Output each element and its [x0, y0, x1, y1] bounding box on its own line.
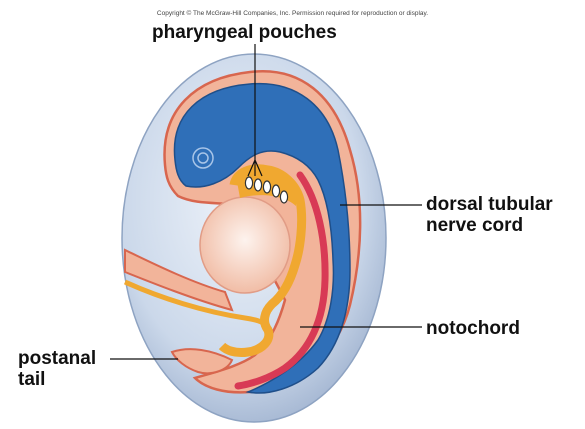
label-notochord: notochord: [426, 318, 520, 339]
label-postanal-tail: postanal tail: [18, 348, 96, 390]
pharyngeal-slit: [254, 179, 261, 191]
label-pharyngeal-pouches-text: pharyngeal pouches: [152, 22, 337, 43]
yolk-sac: [200, 197, 290, 293]
label-nerve-cord-line2: nerve cord: [426, 215, 553, 236]
label-postanal-tail-line1: postanal: [18, 348, 96, 369]
pharyngeal-slit: [263, 181, 270, 193]
label-pharyngeal-pouches: pharyngeal pouches: [152, 22, 337, 43]
label-notochord-text: notochord: [426, 318, 520, 339]
copyright-notice: Copyright © The McGraw-Hill Companies, I…: [0, 10, 585, 17]
pharyngeal-slit: [280, 191, 287, 203]
label-postanal-tail-line2: tail: [18, 369, 96, 390]
label-nerve-cord: dorsal tubular nerve cord: [426, 194, 553, 236]
pharyngeal-slit: [272, 185, 279, 197]
pharyngeal-slit: [245, 177, 252, 189]
label-nerve-cord-line1: dorsal tubular: [426, 194, 553, 215]
